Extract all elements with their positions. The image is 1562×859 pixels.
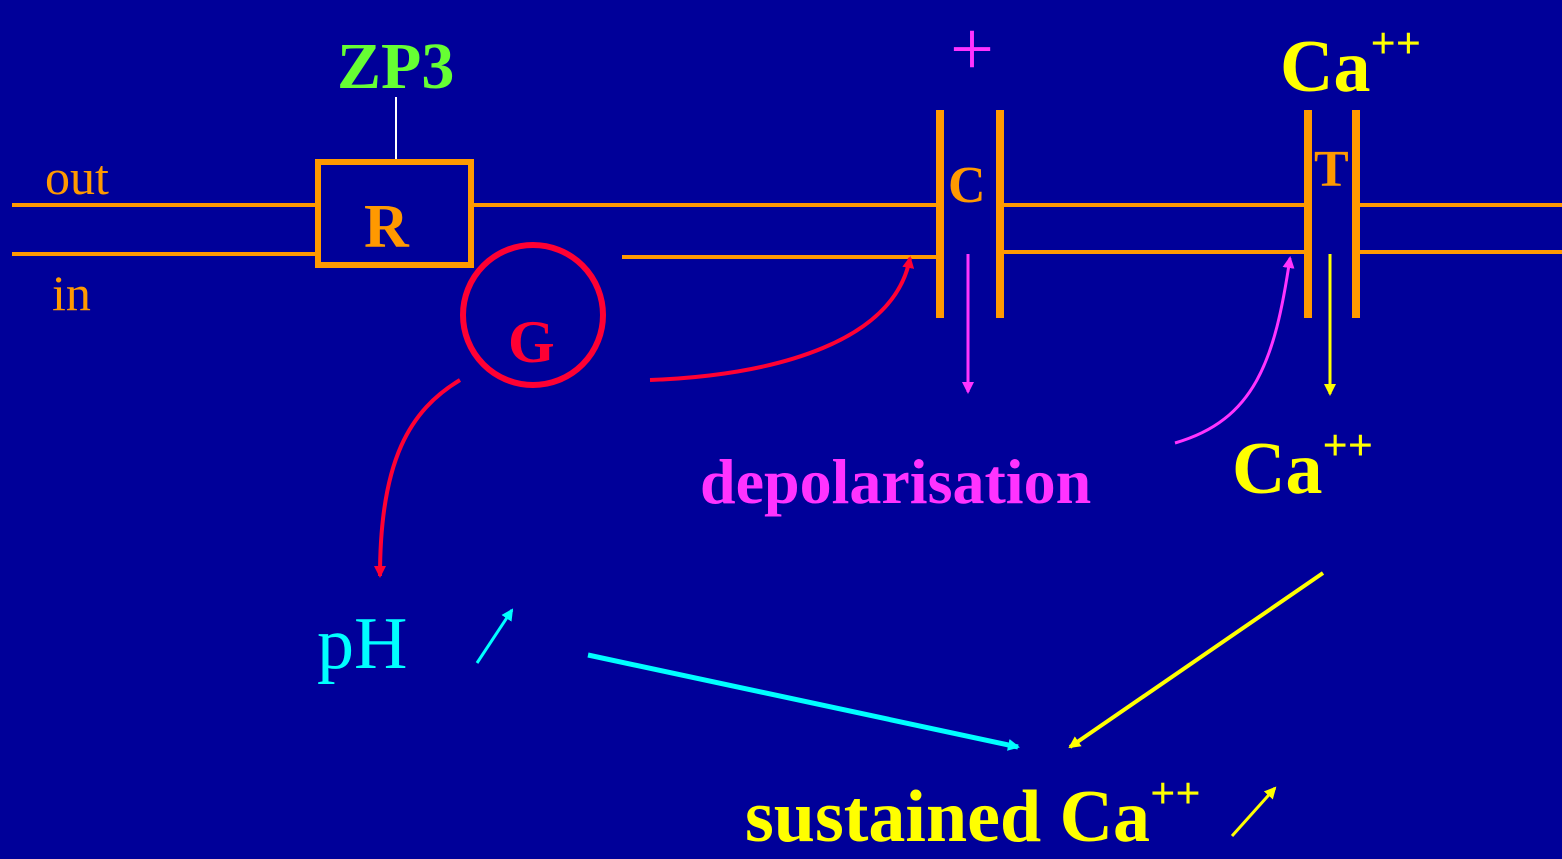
depolarisation-label: depolarisation: [700, 446, 1092, 517]
gprotein-label: G: [508, 309, 555, 375]
ca-inside-charge: ++: [1322, 419, 1374, 470]
out-label: out: [45, 149, 109, 205]
arrow-g-to-ph: [374, 378, 462, 578]
ph-label: pH: [317, 603, 408, 685]
ca-outside-base: Ca: [1280, 26, 1371, 108]
ca-outside-label: Ca++: [1280, 21, 1421, 104]
ph-increase-arrow-icon: [475, 608, 514, 664]
arrow-ph-to-sustained: [587, 652, 1020, 751]
channel-t: [1304, 110, 1360, 318]
membrane: [12, 203, 1562, 259]
arrow-g-to-channel-c: [649, 256, 915, 382]
receptor-box: [315, 159, 474, 268]
sustained-increase-arrow-icon: [1230, 786, 1277, 838]
ca-inside-base: Ca: [1232, 428, 1323, 510]
arrow-ca-to-sustained: [1068, 571, 1325, 749]
plus-label: +: [950, 5, 994, 92]
sustained-ca-label: sustained Ca++: [745, 771, 1201, 854]
ca-outside-charge: ++: [1370, 17, 1422, 68]
receptor-label: R: [364, 193, 409, 261]
channel-c: [936, 110, 1004, 318]
sustained-ca-base: sustained Ca: [745, 776, 1151, 858]
sustained-ca-charge: ++: [1150, 767, 1201, 818]
channel-t-label: T: [1314, 141, 1349, 198]
in-label: in: [52, 265, 91, 321]
arrow-depolarisation-to-channel-t: [1174, 256, 1295, 445]
channel-c-label: C: [948, 157, 986, 214]
gprotein-ellipse: [460, 242, 606, 388]
zp3-label: ZP3: [337, 30, 455, 103]
ca-inside-label: Ca++: [1232, 423, 1373, 506]
